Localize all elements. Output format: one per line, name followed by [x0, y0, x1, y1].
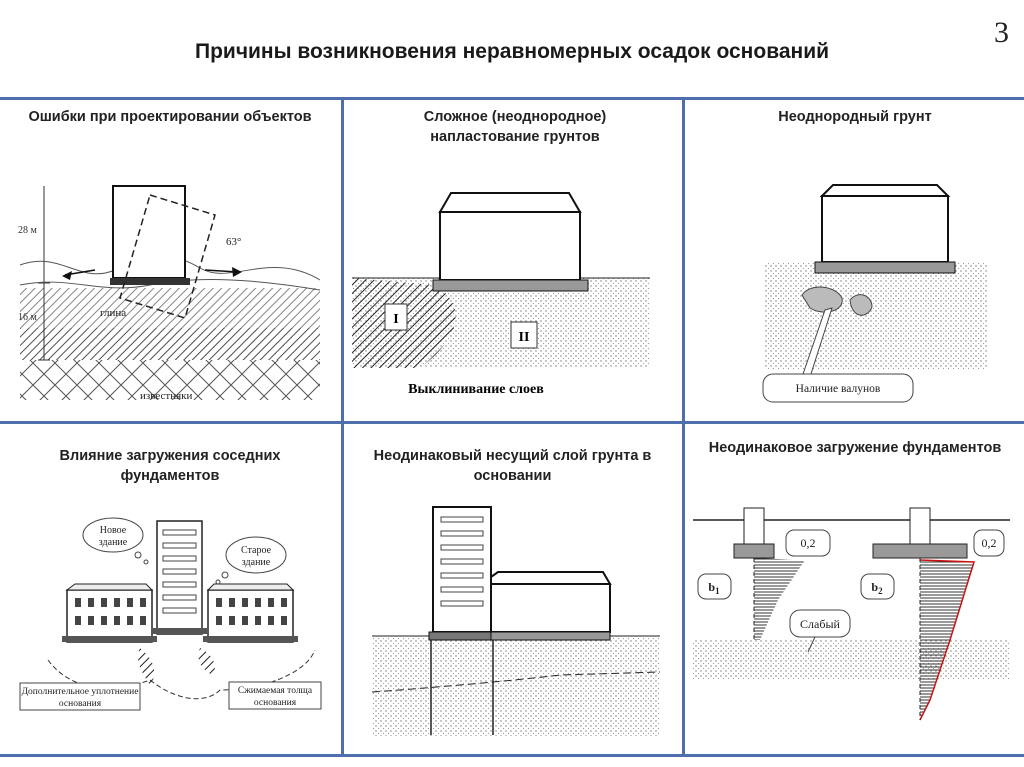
- label-b2: b2: [871, 580, 883, 596]
- panel-5-caption: Неодинаковый несущий слой грунта в основ…: [373, 448, 652, 484]
- label-ratio-right: 0,2: [982, 536, 997, 550]
- label-28m: 28 м: [18, 225, 38, 236]
- panel-2-diagram: I II Выклинивание слоев: [352, 192, 650, 397]
- label-boulders: Наличие валунов: [796, 383, 881, 395]
- panel-6-caption: Неодинаковое загружение фундаментов: [708, 440, 1002, 456]
- panel-4-caption: Влияние загружения соседних фундаментов: [59, 448, 281, 484]
- grid-line-bottom: [0, 754, 1024, 757]
- panel-1-diagram: 28 м 16 м 63° глина известняки: [18, 185, 321, 402]
- label-weak-soil: Слабый: [800, 617, 840, 631]
- panel-2-caption: Сложное (неоднородное) напластование гру…: [423, 109, 607, 145]
- label-layer-1: I: [393, 312, 398, 327]
- label-layer-2: II: [519, 330, 530, 345]
- label-angle: 63°: [226, 236, 241, 248]
- label-ratio-left: 0,2: [801, 536, 816, 550]
- grid-line-v2: [682, 97, 685, 757]
- panel-5-diagram: [371, 506, 661, 736]
- slide-title: Причины возникновения неравномерных осад…: [194, 40, 830, 63]
- panel-3-caption: Неоднородный грунт: [778, 109, 932, 125]
- panel-6-diagram: 0,2 0,2 b1 b2 Слабый: [693, 507, 1010, 721]
- panel-1-caption: Ошибки при проектировании объектов: [28, 109, 312, 125]
- label-limestone: известняки: [140, 390, 192, 402]
- label-b1: b1: [708, 580, 720, 596]
- panel-3-diagram: Наличие валунов: [762, 184, 987, 403]
- label-clay: глина: [100, 307, 126, 319]
- label-16m: 16 м: [18, 312, 38, 323]
- grid-line-top: [0, 97, 1024, 100]
- label-pinching-out: Выклинивание слоев: [408, 382, 544, 397]
- grid-line-v1: [341, 97, 344, 757]
- grid-line-middle: [0, 421, 1024, 424]
- slide-number: 3: [994, 16, 1009, 49]
